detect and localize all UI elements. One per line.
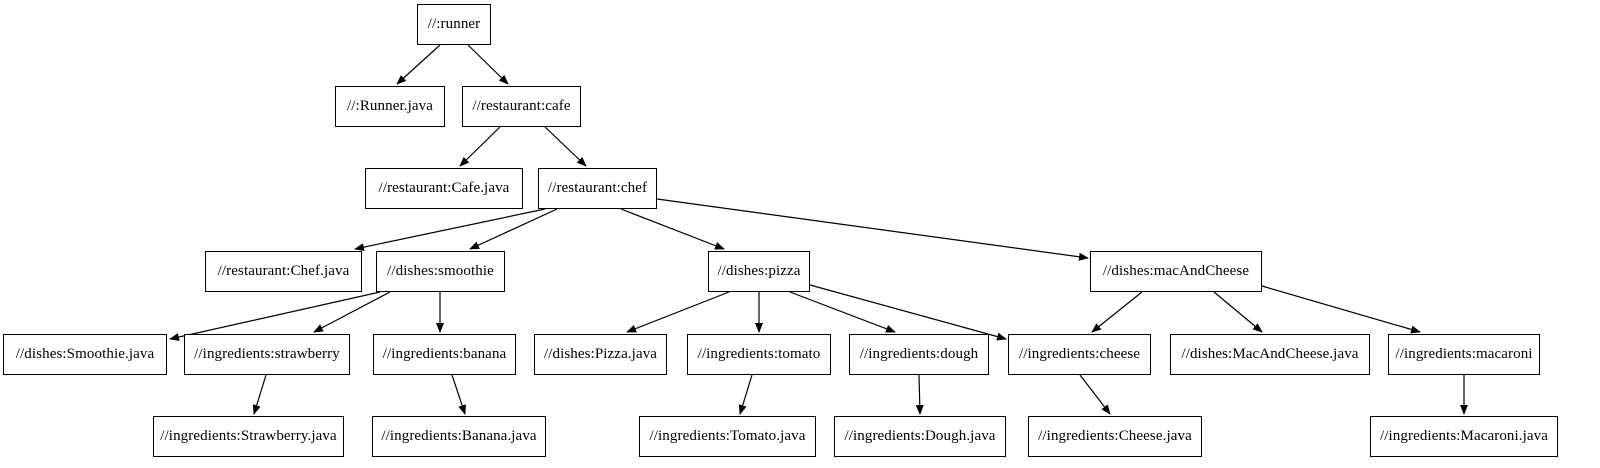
graph-edge-dishes_macandchs-to-ing_cheese — [1091, 291, 1143, 333]
graph-edge-restaurant_chef-to-dishes_macandchs — [656, 198, 1089, 261]
graph-node-label: //ingredients:cheese — [1018, 346, 1141, 362]
graph-node-label: //ingredients:dough — [859, 346, 979, 362]
graph-node-ing_strawberry[interactable]: //ingredients:strawberry — [184, 334, 350, 375]
graph-edge-dishes_macandchs-to-macandcheese_java — [1213, 291, 1263, 333]
graph-node-banana_java[interactable]: //ingredients:Banana.java — [372, 416, 546, 457]
graph-edge-ing_dough-to-dough_java — [915, 374, 924, 415]
graph-edge-restaurant_cafe-to-restaurant_chef — [544, 126, 587, 167]
graph-node-label: //ingredients:Tomato.java — [649, 428, 806, 444]
graph-node-macaroni_java[interactable]: //ingredients:Macaroni.java — [1370, 416, 1558, 457]
graph-node-label: //:Runner.java — [347, 98, 433, 114]
graph-edge-ing_banana-to-banana_java — [451, 374, 466, 415]
graph-node-label: //dishes:MacAndCheese.java — [1181, 346, 1359, 362]
graph-node-runner_java[interactable]: //:Runner.java — [335, 86, 445, 127]
graph-node-ing_dough[interactable]: //ingredients:dough — [849, 334, 989, 375]
graph-edge-restaurant_chef-to-dishes_pizza — [620, 208, 725, 250]
graph-node-dishes_pizza[interactable]: //dishes:pizza — [708, 251, 810, 292]
graph-node-restaurant_cafe[interactable]: //restaurant:cafe — [462, 86, 581, 127]
graph-node-ing_tomato[interactable]: //ingredients:tomato — [687, 334, 831, 375]
graph-edge-restaurant_cafe-to-cafe_java — [459, 126, 501, 167]
graph-node-smoothie_java[interactable]: //dishes:Smoothie.java — [3, 334, 167, 375]
graph-node-tomato_java[interactable]: //ingredients:Tomato.java — [639, 416, 816, 457]
graph-node-label: //restaurant:cafe — [472, 98, 571, 114]
graph-node-strawberry_java[interactable]: //ingredients:Strawberry.java — [153, 416, 344, 457]
graph-edge-ing_cheese-to-cheese_java — [1079, 374, 1111, 415]
graph-edge-restaurant_chef-to-dishes_smoothie — [469, 208, 558, 250]
graph-node-chef_java[interactable]: //restaurant:Chef.java — [205, 251, 362, 292]
graph-node-label: //dishes:smoothie — [387, 263, 494, 279]
graph-node-ing_banana[interactable]: //ingredients:banana — [373, 334, 516, 375]
graph-node-label: //ingredients:banana — [382, 346, 507, 362]
graph-node-cafe_java[interactable]: //restaurant:Cafe.java — [365, 168, 523, 209]
graph-node-dough_java[interactable]: //ingredients:Dough.java — [834, 416, 1006, 457]
graph-node-label: //ingredients:Strawberry.java — [160, 428, 337, 444]
graph-node-label: //restaurant:Cafe.java — [378, 180, 510, 196]
graph-node-label: //ingredients:Dough.java — [844, 428, 996, 444]
graph-node-cheese_java[interactable]: //ingredients:Cheese.java — [1028, 416, 1202, 457]
graph-node-pizza_java[interactable]: //dishes:Pizza.java — [534, 334, 667, 375]
graph-node-restaurant_chef[interactable]: //restaurant:chef — [538, 168, 657, 209]
graph-node-macandcheese_java[interactable]: //dishes:MacAndCheese.java — [1170, 334, 1370, 375]
graph-node-label: //ingredients:Cheese.java — [1038, 428, 1192, 444]
graph-edge-dishes_pizza-to-pizza_java — [626, 291, 730, 333]
graph-edge-dishes_pizza-to-ing_dough — [789, 291, 896, 333]
graph-node-label: //restaurant:Chef.java — [217, 263, 350, 279]
graph-edge-runner-to-restaurant_cafe — [467, 44, 509, 85]
graph-node-dishes_smoothie[interactable]: //dishes:smoothie — [376, 251, 505, 292]
graph-node-label: //ingredients:Macaroni.java — [1379, 428, 1549, 444]
graph-edge-dishes_pizza-to-ing_cheese — [809, 284, 1007, 341]
graph-node-label: //ingredients:strawberry — [194, 346, 340, 362]
graph-node-label: //ingredients:tomato — [697, 346, 821, 362]
graph-edge-dishes_macandchs-to-ing_macaroni — [1261, 285, 1421, 334]
graph-node-label: //dishes:Smoothie.java — [15, 346, 155, 362]
graph-node-label: //dishes:pizza — [717, 263, 801, 279]
graph-node-ing_cheese[interactable]: //ingredients:cheese — [1008, 334, 1151, 375]
graph-node-label: //dishes:macAndCheese — [1102, 263, 1250, 279]
graph-edge-ing_strawberry-to-strawberry_java — [252, 374, 267, 415]
graph-node-label: //ingredients:macaroni — [1395, 346, 1533, 362]
graph-node-dishes_macandchs[interactable]: //dishes:macAndCheese — [1090, 251, 1262, 292]
graph-node-label: //dishes:Pizza.java — [543, 346, 658, 362]
graph-edge-restaurant_chef-to-chef_java — [354, 208, 546, 252]
graph-node-label: //:runner — [427, 16, 481, 32]
graph-edge-dishes_smoothie-to-smoothie_java — [169, 291, 381, 341]
graph-edge-ing_tomato-to-tomato_java — [738, 374, 753, 415]
graph-edge-runner-to-runner_java — [396, 44, 441, 85]
graph-edge-dishes_smoothie-to-ing_strawberry — [313, 291, 391, 333]
graph-node-runner[interactable]: //:runner — [417, 4, 491, 45]
graph-node-label: //ingredients:Banana.java — [381, 428, 537, 444]
graph-node-ing_macaroni[interactable]: //ingredients:macaroni — [1388, 334, 1540, 375]
graph-node-label: //restaurant:chef — [547, 180, 648, 196]
